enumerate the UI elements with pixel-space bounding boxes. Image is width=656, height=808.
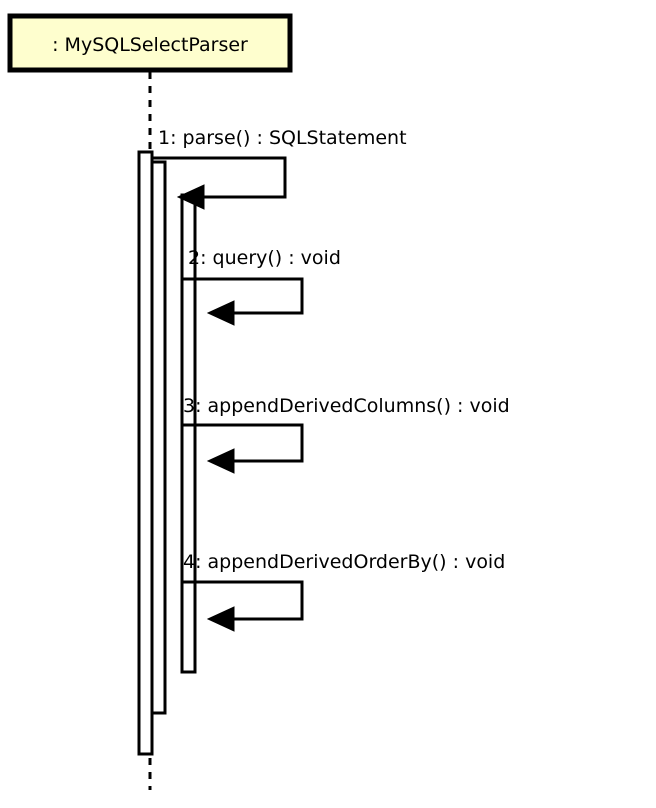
message-1-arrowhead-icon xyxy=(176,184,205,210)
message-2-label: 2: query() : void xyxy=(188,247,341,269)
message-4-arrowhead-icon xyxy=(206,606,235,632)
activation-bar-level-2[interactable] xyxy=(150,160,167,715)
message-4-label: 4: appendDerivedOrderBy() : void xyxy=(183,551,505,573)
message-3-loop-path xyxy=(182,423,304,463)
message-1-loop-path xyxy=(152,156,287,199)
participant-box[interactable] xyxy=(7,13,293,73)
message-2-self-call[interactable] xyxy=(182,277,304,326)
activation-bar-level-1[interactable] xyxy=(137,150,154,756)
message-2-loop-path xyxy=(182,277,304,315)
participant-label: : MySQLSelectParser xyxy=(52,34,248,56)
message-4-loop-path xyxy=(182,580,304,621)
message-1-label: 1: parse() : SQLStatement xyxy=(158,127,407,149)
message-4-self-call[interactable] xyxy=(182,580,304,632)
message-2-arrowhead-icon xyxy=(206,300,235,326)
message-1-self-call[interactable] xyxy=(152,156,287,210)
message-3-self-call[interactable] xyxy=(182,423,304,474)
message-3-label: 3: appendDerivedColumns() : void xyxy=(183,395,510,417)
participant-header[interactable]: : MySQLSelectParser xyxy=(7,13,293,73)
message-3-arrowhead-icon xyxy=(206,448,235,474)
